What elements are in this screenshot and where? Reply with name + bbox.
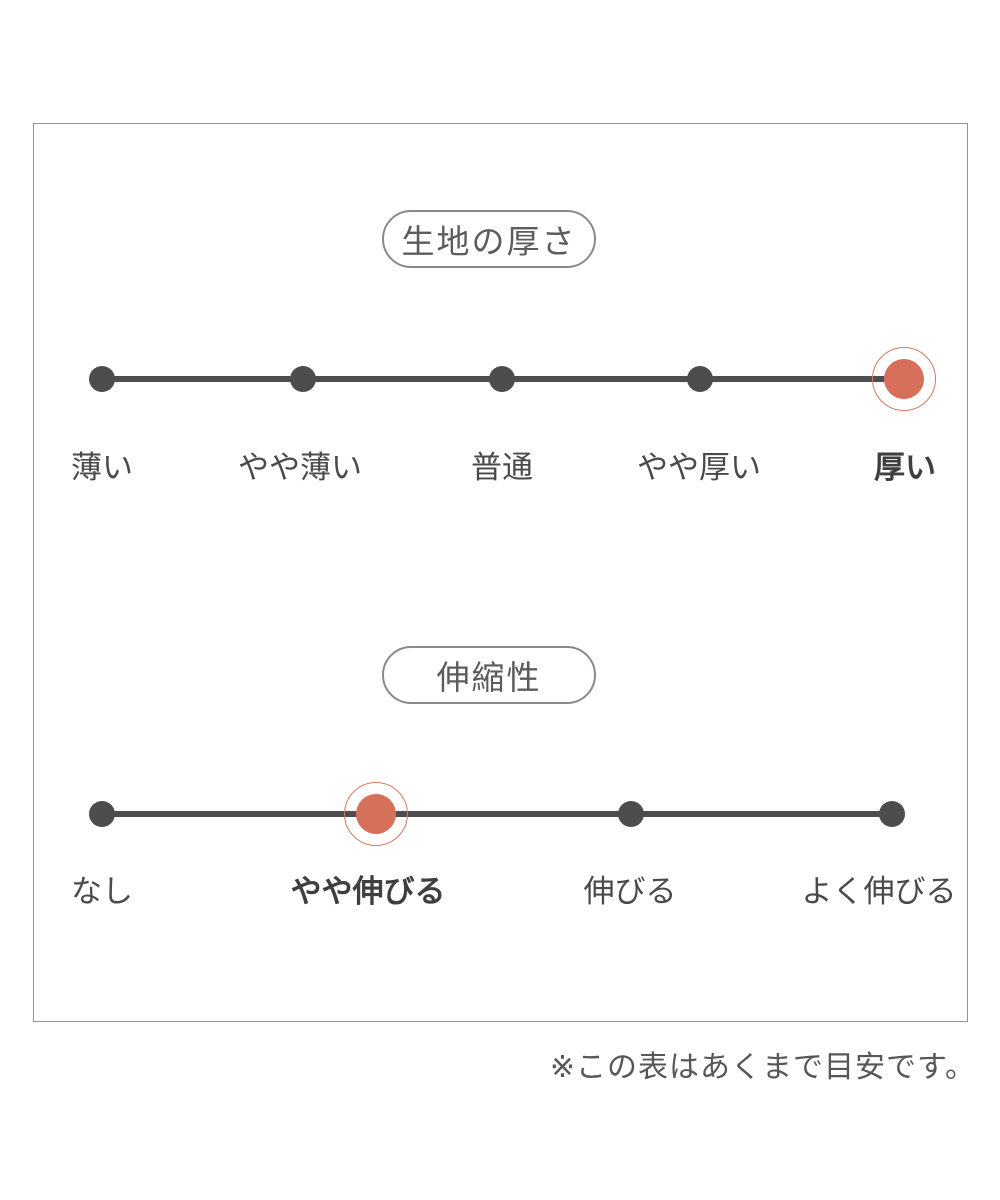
stretch-label-2-selected: やや伸びる xyxy=(290,874,446,910)
stretch-label-3: 伸びる xyxy=(583,874,677,910)
stretch-selected-marker xyxy=(344,782,408,846)
thickness-selected-dot xyxy=(884,359,924,399)
spec-frame: 生地の厚さ 薄い やや薄い 普通 やや厚い 厚い 伸縮性 なし やや伸びる 伸び… xyxy=(33,123,968,1022)
stretch-title: 伸縮性 xyxy=(436,658,542,697)
footnote: ※この表はあくまで目安です。 xyxy=(549,1050,976,1085)
thickness-dot-3 xyxy=(489,366,515,392)
stretch-dot-4 xyxy=(879,801,905,827)
thickness-dot-1 xyxy=(89,366,115,392)
stretch-track xyxy=(102,811,892,817)
stretch-title-pill: 伸縮性 xyxy=(382,646,596,704)
stretch-selected-dot xyxy=(356,794,396,834)
thickness-label-3: 普通 xyxy=(471,450,533,486)
stretch-label-1: なし xyxy=(71,874,133,910)
thickness-selected-marker xyxy=(872,347,936,411)
thickness-label-1: 薄い xyxy=(71,450,133,486)
thickness-dot-2 xyxy=(290,366,316,392)
thickness-label-4: やや厚い xyxy=(637,450,761,486)
thickness-dot-4 xyxy=(687,366,713,392)
thickness-title: 生地の厚さ xyxy=(401,222,577,261)
stretch-dot-1 xyxy=(89,801,115,827)
thickness-title-pill: 生地の厚さ xyxy=(382,210,596,268)
stretch-label-4: よく伸びる xyxy=(801,874,957,910)
stretch-dot-3 xyxy=(618,801,644,827)
thickness-label-2: やや薄い xyxy=(238,450,362,486)
thickness-label-5-selected: 厚い xyxy=(874,450,936,486)
